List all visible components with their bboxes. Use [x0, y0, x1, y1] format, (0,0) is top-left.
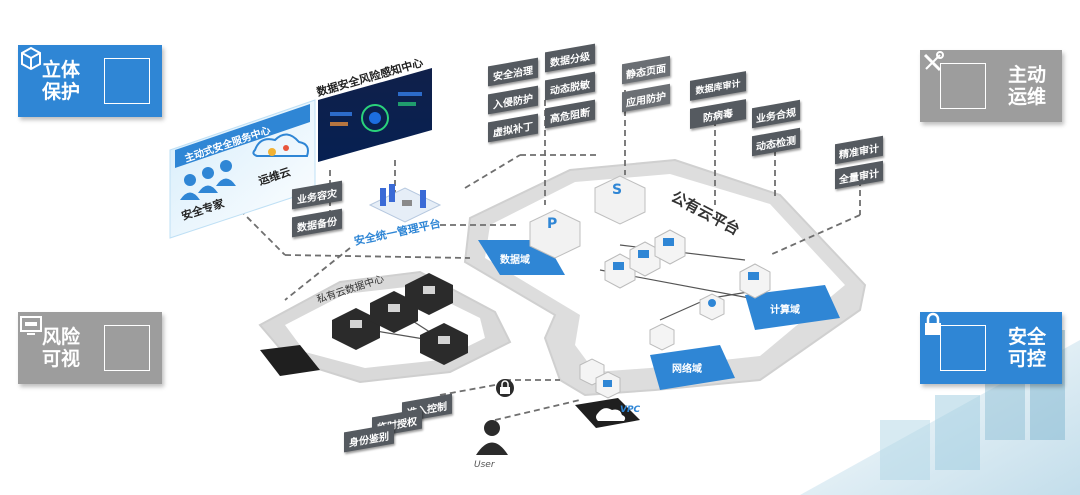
badge-active-ops: 主动 运维 — [920, 50, 1062, 122]
gear-cloud-icon — [252, 133, 309, 157]
unified-platform-label: 安全统一管理平台 — [353, 216, 442, 248]
badge-stereo-protection: 立体 保护 — [18, 45, 162, 117]
user-label: User — [474, 460, 496, 470]
private-servers — [332, 273, 468, 365]
monitor-icon — [20, 316, 150, 371]
server-s-icon: S — [594, 175, 646, 225]
badge-risk-visible: 风险 可视 — [18, 312, 162, 384]
bastion-cube — [649, 323, 675, 351]
vpc-label: VPC — [620, 405, 641, 415]
data-zone-label: 数据域 — [500, 253, 530, 266]
risk-center-panel: 数据安全风险感知中心 — [315, 55, 432, 162]
gateway-lock-icon — [603, 380, 612, 387]
svg-text:P: P — [547, 216, 557, 232]
badge-control-line2: 可控 — [1007, 348, 1046, 370]
service-center-panel: 主动式安全服务中心 安全专家 运维云 — [169, 99, 316, 239]
tools-icon — [923, 51, 986, 109]
access-lock-icon — [496, 379, 514, 397]
badge-security-control: 安全 可控 — [920, 312, 1062, 384]
badge-control-line1: 安全 — [1007, 326, 1046, 348]
server-p-icon: P — [529, 209, 581, 259]
expert-icons — [180, 160, 236, 200]
lock-icon — [925, 312, 986, 371]
unified-platform: 安全统一管理平台 — [353, 184, 442, 248]
badge-risk-line2: 可视 — [41, 348, 80, 370]
badge-stereo-line2: 保护 — [41, 81, 80, 103]
vm-cube-1 — [604, 253, 636, 289]
cube-icon — [21, 46, 150, 104]
boundary-zone-label: 网络域 — [672, 362, 702, 375]
compute-zone: 计算域 — [745, 285, 840, 330]
svg-text:S: S — [612, 182, 622, 198]
compute-zone-label: 计算域 — [770, 303, 800, 316]
badge-ops-line1: 主动 — [1007, 64, 1046, 86]
vm-cube-4 — [739, 263, 771, 299]
vm-cube-2 — [629, 241, 661, 277]
cloud-servers: P S — [529, 175, 771, 399]
badge-risk-line1: 风险 — [41, 326, 80, 348]
boundary-zone: 网络域 — [650, 345, 735, 390]
vm-cube-3 — [654, 229, 686, 265]
user-icon — [476, 420, 508, 455]
cloud-icon — [596, 408, 626, 421]
badge-stereo-line1: 立体 — [41, 59, 80, 81]
edge-devices — [260, 345, 640, 428]
badge-ops-line2: 运维 — [1007, 86, 1046, 108]
